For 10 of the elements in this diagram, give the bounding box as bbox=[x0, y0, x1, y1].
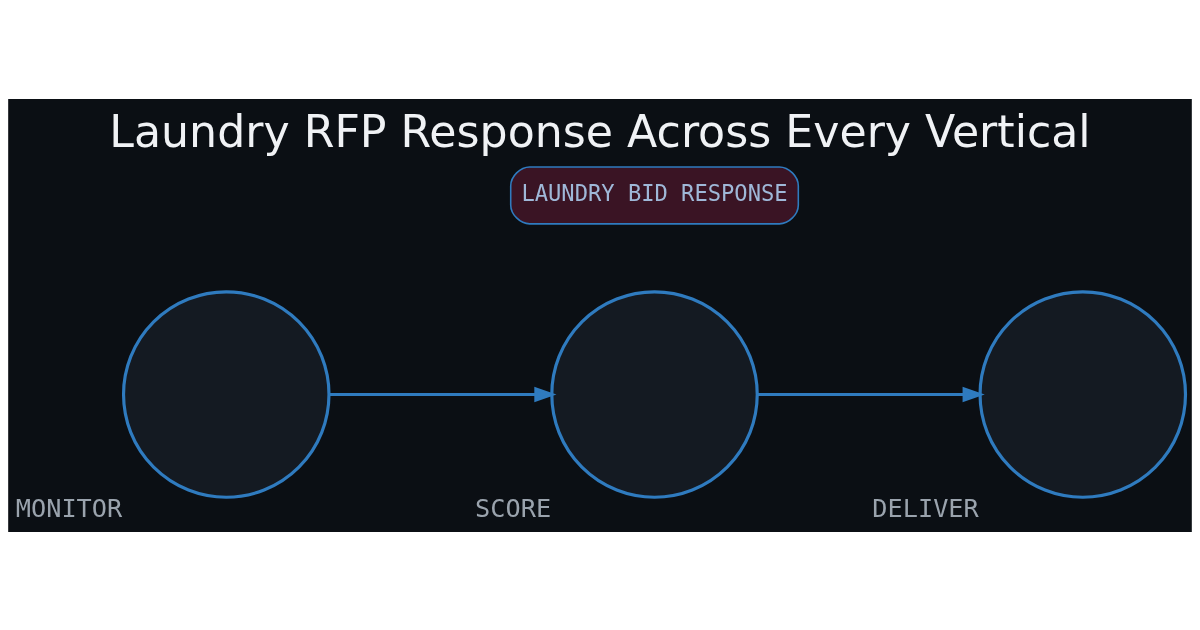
diagram-title: Laundry RFP Response Across Every Vertical bbox=[109, 105, 1091, 157]
node-circle bbox=[550, 289, 759, 499]
node-circle bbox=[978, 289, 1188, 499]
node-label: SCORE bbox=[475, 493, 552, 523]
node-label: DELIVER bbox=[872, 493, 979, 523]
arrow bbox=[329, 386, 557, 402]
node-label: MONITOR bbox=[15, 493, 123, 523]
node-box: LAUNDRY BID RESPONSE bbox=[509, 165, 800, 225]
arrow bbox=[757, 386, 985, 402]
node-circle bbox=[121, 289, 331, 499]
